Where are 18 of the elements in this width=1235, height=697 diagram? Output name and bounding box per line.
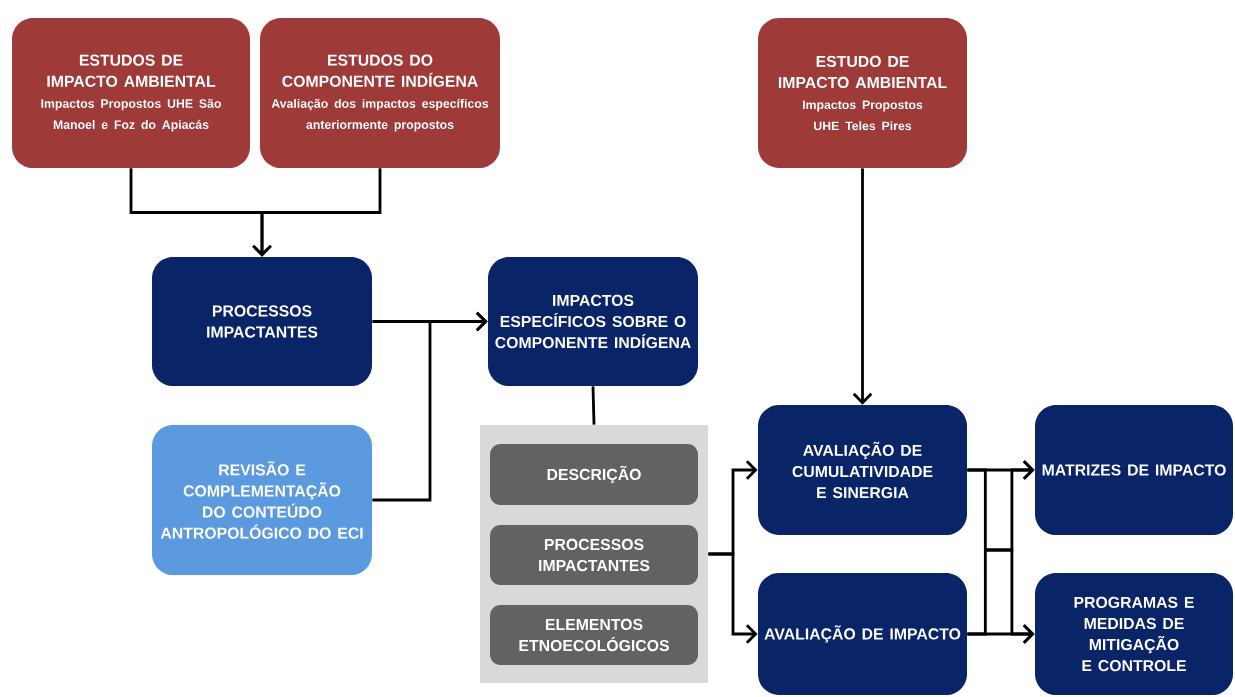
process-box: PROCESSOS IMPACTANTES — [152, 257, 372, 386]
study-box: ESTUDOS DE IMPACTO AMBIENTAL Impactos Propostos UHE São Manoel e Foz do Apiacás — [12, 18, 250, 168]
study-box: ESTUDO DE IMPACTO AMBIENTAL Impactos Propostos UHE Teles Pires — [758, 18, 967, 168]
arrow — [708, 552, 758, 644]
process-box: IMPACTOS ESPECÍFICOS SOBRE O COMPONENTE INDÍGENA — [488, 257, 698, 386]
arrow — [967, 624, 1035, 644]
arrow — [372, 311, 488, 502]
item-box: ELEMENTOS ETNOECOLÓGICOS — [490, 605, 698, 665]
review-box: REVISÃO E COMPLEMENTAÇÃO DO CONTEÚDO ANTROPOLÓGICO DO ECI — [152, 425, 372, 575]
study-box: ESTUDOS DO COMPONENTE INDÍGENA Avaliação dos impactos específicos anteriormente propostos — [260, 18, 500, 168]
process-box: AVALIAÇÃO DE IMPACTO — [758, 573, 967, 695]
item-box: DESCRIÇÃO — [490, 444, 698, 505]
process-box: AVALIAÇÃO DE CUMULATIVIDADE E SINERGIA — [758, 405, 967, 535]
arrow — [852, 168, 873, 405]
arrow — [252, 168, 382, 257]
process-box: PROGRAMAS E MEDIDAS DE MITIGAÇÃO E CONTROLE — [1035, 573, 1233, 695]
item-box: PROCESSOS IMPACTANTES — [490, 525, 698, 585]
process-box: MATRIZES DE IMPACTO — [1035, 405, 1233, 535]
